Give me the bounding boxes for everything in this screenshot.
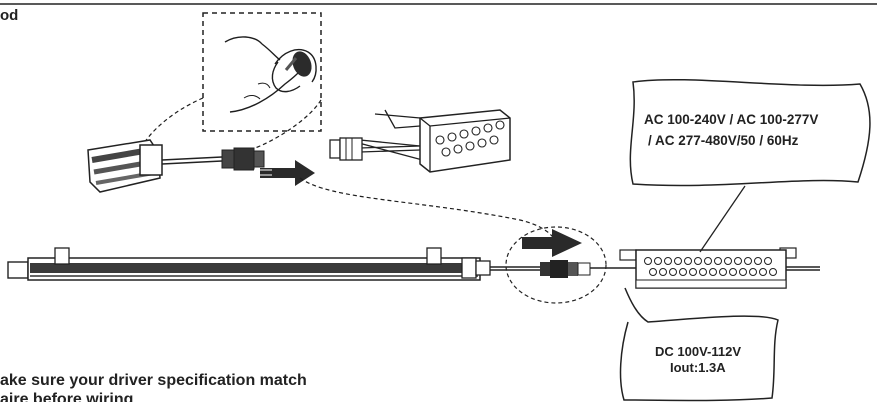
connector-joined-icon bbox=[540, 260, 591, 278]
push-arrow-lower bbox=[522, 229, 582, 257]
note-line1: ake sure your driver specification match bbox=[0, 372, 307, 389]
connector-male-icon bbox=[221, 147, 265, 171]
hand-inset bbox=[139, 12, 322, 151]
note-line2: aire before wiring bbox=[0, 391, 133, 402]
dc-output-callout: DC 100V-112V Iout:1.3A bbox=[619, 287, 779, 402]
dc-current: Iout:1.3A bbox=[670, 360, 726, 375]
ac-voltage-line1: AC 100-240V / AC 100-277V bbox=[644, 112, 818, 127]
connector-female-icon bbox=[329, 137, 363, 161]
connection-zoom bbox=[505, 226, 638, 304]
driver-closeup bbox=[329, 109, 511, 173]
fixture-closeup bbox=[87, 139, 265, 193]
vent-holes bbox=[435, 120, 505, 157]
header-label: od bbox=[0, 7, 18, 24]
hand-icon bbox=[224, 36, 317, 113]
tube-fixture bbox=[7, 247, 540, 281]
led-driver bbox=[619, 247, 820, 289]
ac-voltage-line2: / AC 277-480V/50 / 60Hz bbox=[648, 133, 799, 148]
dashed-leader bbox=[299, 177, 556, 241]
ac-input-callout: AC 100-240V / AC 100-277V / AC 277-480V/… bbox=[629, 78, 871, 253]
driver-vent-holes bbox=[644, 257, 777, 276]
dc-voltage: DC 100V-112V bbox=[655, 344, 741, 359]
